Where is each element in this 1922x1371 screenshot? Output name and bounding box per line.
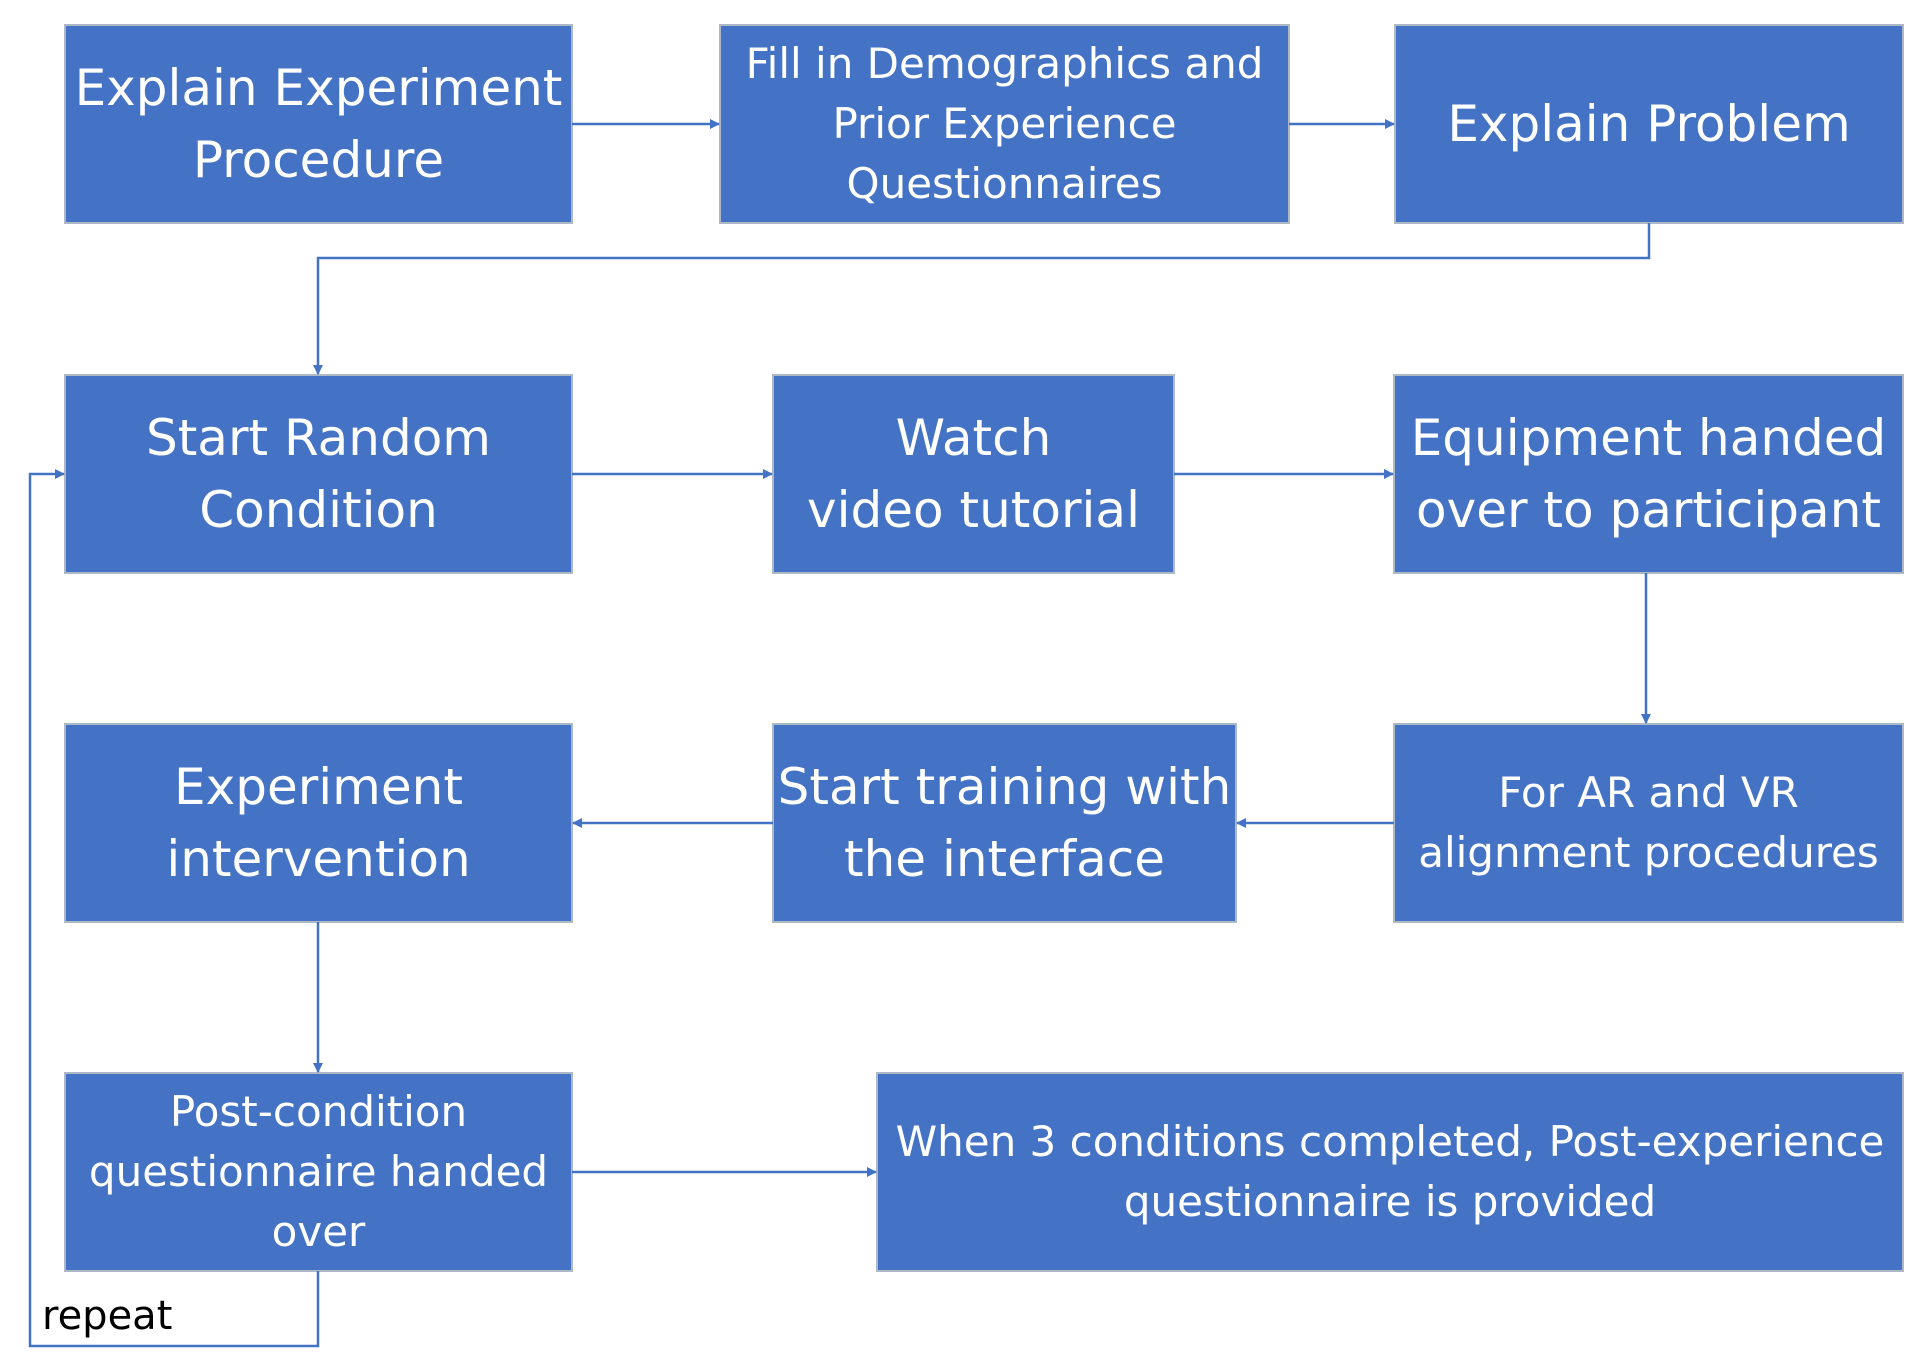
box-line: When 3 conditions completed, Post-experi… [895,1117,1885,1166]
box-start-condition: Start Random Condition [65,375,572,573]
box-line: Questionnaires [846,159,1163,208]
box-line: over [271,1207,366,1256]
box-line: over to participant [1416,481,1881,539]
box-line: Condition [199,481,438,539]
box-line: Prior Experience [832,99,1177,148]
box-training-shape [772,723,1237,923]
box-line: Post-condition [169,1087,468,1136]
box-explain-procedure-shape [64,24,573,224]
box-training: Start training with the interface [773,724,1236,922]
arrow-problem-to-start-condition [313,223,1651,375]
box-line: For AR and VR [1498,768,1799,817]
box-line: Watch [895,409,1052,467]
box-post-condition-shape [64,1072,573,1272]
box-line: Fill in Demographics and [745,39,1264,88]
box-watch-tutorial-shape [772,374,1175,574]
box-line: questionnaire is provided [1123,1177,1657,1226]
box-line: Equipment handed [1410,409,1887,467]
box-explain-problem-shape [1394,24,1904,224]
repeat-label: repeat [42,1293,173,1339]
box-line: intervention [166,830,471,888]
box-line: Experiment [174,758,463,816]
box-start-condition-shape [64,374,573,574]
box-explain-problem: Explain Problem [1395,25,1903,223]
box-line: Explain Experiment [74,59,563,117]
box-intervention: Experiment intervention [65,724,572,922]
box-line: Start Random [145,409,492,467]
box-demographics: Fill in Demographics and Prior Experienc… [720,25,1289,223]
box-line: the interface [844,830,1165,888]
box-equipment: Equipment handed over to participant [1394,375,1903,573]
box-post-experience-shape [876,1072,1904,1272]
box-line: video tutorial [807,481,1140,539]
box-equipment-shape [1393,374,1904,574]
box-demographics-shape [719,24,1290,224]
box-explain-procedure: Explain Experiment Procedure [65,25,572,223]
box-post-experience: When 3 conditions completed, Post-experi… [877,1073,1903,1271]
arrow-repeat-loop [28,469,320,1348]
box-line: Start training with [777,758,1232,816]
box-line: Explain Problem [1447,95,1851,153]
box-line: questionnaire handed [88,1147,549,1196]
box-alignment: For AR and VR alignment procedures [1394,724,1903,922]
box-watch-tutorial: Watch video tutorial [773,375,1174,573]
box-post-condition: Post-condition questionnaire handed over [65,1073,572,1271]
box-line: alignment procedures [1418,828,1879,877]
box-line: Procedure [192,131,445,189]
